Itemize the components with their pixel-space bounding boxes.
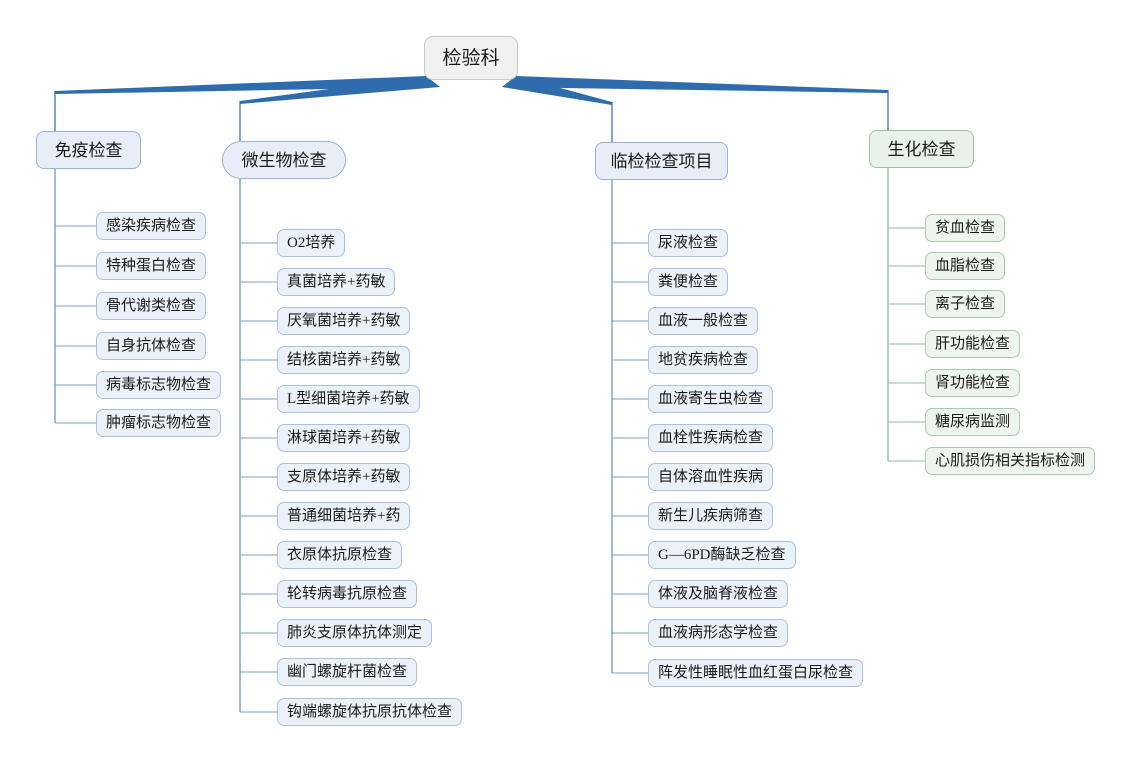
leaf-node-clinical-0[interactable]: 尿液检查 [648, 229, 729, 257]
leaf-node-biochemistry-4[interactable]: 肾功能检查 [925, 369, 1021, 397]
leaf-node-microbiology-9[interactable]: 轮转病毒抗原检查 [277, 580, 418, 608]
leaf-node-biochemistry-1[interactable]: 血脂检查 [925, 252, 1006, 280]
branch-node-clinical[interactable]: 临检检查项目 [595, 142, 728, 180]
leaf-node-immunology-2[interactable]: 骨代谢类检查 [96, 292, 207, 320]
leaf-node-microbiology-2[interactable]: 厌氧菌培养+药敏 [277, 307, 411, 335]
branch-node-microbiology[interactable]: 微生物检查 [222, 141, 346, 179]
branch-node-immunology[interactable]: 免疫检查 [36, 131, 141, 169]
leaf-node-clinical-11[interactable]: 阵发性睡眠性血红蛋白尿检查 [648, 659, 864, 687]
leaf-node-biochemistry-3[interactable]: 肝功能检查 [925, 330, 1021, 358]
leaf-node-microbiology-5[interactable]: 淋球菌培养+药敏 [277, 424, 411, 452]
leaf-node-immunology-4[interactable]: 病毒标志物检查 [96, 371, 222, 399]
leaf-node-microbiology-7[interactable]: 普通细菌培养+药 [277, 502, 411, 530]
root-node[interactable]: 检验科 [424, 36, 518, 80]
leaf-node-clinical-2[interactable]: 血液一般检查 [648, 307, 759, 335]
leaf-node-clinical-4[interactable]: 血液寄生虫检查 [648, 385, 774, 413]
leaf-node-clinical-10[interactable]: 血液病形态学检查 [648, 619, 789, 647]
leaf-node-microbiology-3[interactable]: 结核菌培养+药敏 [277, 346, 411, 374]
leaf-node-biochemistry-5[interactable]: 糖尿病监测 [925, 408, 1021, 436]
connector [502, 76, 888, 93]
leaf-node-biochemistry-0[interactable]: 贫血检查 [925, 214, 1006, 242]
connector [55, 76, 440, 94]
leaf-node-clinical-5[interactable]: 血栓性疾病检查 [648, 424, 774, 452]
leaf-node-microbiology-0[interactable]: O2培养 [277, 229, 346, 257]
leaf-node-immunology-3[interactable]: 自身抗体检查 [96, 332, 207, 360]
connector [502, 76, 612, 105]
leaf-node-immunology-0[interactable]: 感染疾病检查 [96, 212, 207, 240]
leaf-node-microbiology-12[interactable]: 钩端螺旋体抗原抗体检查 [277, 698, 463, 726]
leaf-node-clinical-8[interactable]: G—6PD酶缺乏检查 [648, 541, 796, 569]
leaf-node-microbiology-6[interactable]: 支原体培养+药敏 [277, 463, 411, 491]
leaf-node-microbiology-11[interactable]: 幽门螺旋杆菌检查 [277, 658, 418, 686]
leaf-node-clinical-3[interactable]: 地贫疾病检查 [648, 346, 759, 374]
leaf-node-clinical-1[interactable]: 粪便检查 [648, 268, 729, 296]
connector [240, 76, 440, 104]
leaf-node-immunology-5[interactable]: 肿瘤标志物检查 [96, 409, 222, 437]
branch-node-biochemistry[interactable]: 生化检查 [869, 130, 974, 168]
leaf-node-microbiology-10[interactable]: 肺炎支原体抗体测定 [277, 619, 433, 647]
leaf-node-microbiology-4[interactable]: L型细菌培养+药敏 [277, 385, 420, 413]
leaf-node-biochemistry-2[interactable]: 离子检查 [925, 290, 1006, 318]
leaf-node-clinical-6[interactable]: 自体溶血性疾病 [648, 463, 774, 491]
leaf-node-biochemistry-6[interactable]: 心肌损伤相关指标检测 [925, 447, 1096, 475]
leaf-node-immunology-1[interactable]: 特种蛋白检查 [96, 252, 207, 280]
leaf-node-microbiology-8[interactable]: 衣原体抗原检查 [277, 541, 403, 569]
leaf-node-clinical-9[interactable]: 体液及脑脊液检查 [648, 580, 789, 608]
leaf-node-clinical-7[interactable]: 新生儿疾病筛查 [648, 502, 774, 530]
leaf-node-microbiology-1[interactable]: 真菌培养+药敏 [277, 268, 396, 296]
